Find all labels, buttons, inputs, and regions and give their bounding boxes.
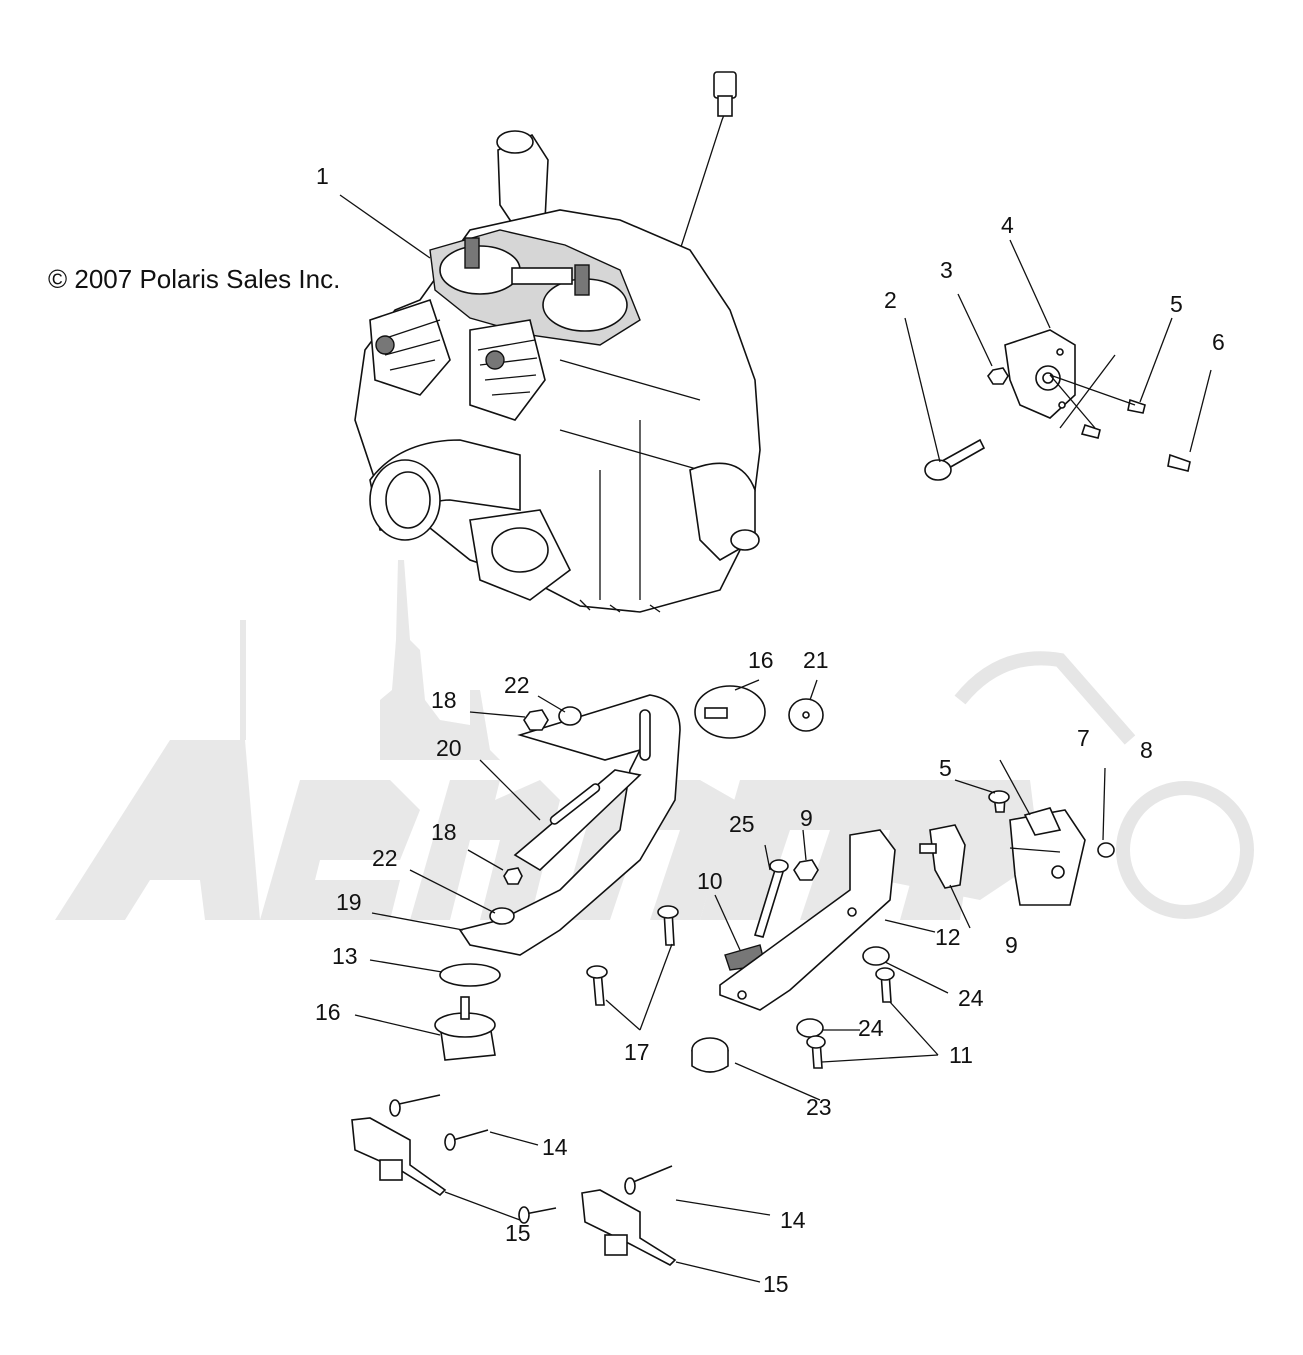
callout-9-upper: 9 <box>800 805 813 831</box>
callout-23: 23 <box>806 1094 832 1120</box>
callout-16-lower: 16 <box>315 999 341 1025</box>
callout-14-upper: 14 <box>542 1134 568 1160</box>
callout-22-upper: 22 <box>504 672 530 698</box>
callout-4: 4 <box>1001 212 1014 238</box>
callout-10: 10 <box>697 868 723 894</box>
callout-19: 19 <box>336 889 362 915</box>
upper-mount-parts <box>924 329 1191 481</box>
callout-2: 2 <box>884 287 897 313</box>
callout-18-upper: 18 <box>431 687 457 713</box>
lower-mount-parts <box>351 685 1115 1266</box>
callout-16-upper: 16 <box>748 647 774 673</box>
engine-assembly <box>354 71 761 613</box>
callout-25: 25 <box>729 811 755 837</box>
callout-5-upper: 5 <box>1170 291 1183 317</box>
callout-20: 20 <box>436 735 462 761</box>
callout-14-lower: 14 <box>780 1207 806 1233</box>
callout-17: 17 <box>624 1039 650 1065</box>
callout-24-upper: 24 <box>958 985 984 1011</box>
callout-11: 11 <box>949 1042 973 1068</box>
callout-6: 6 <box>1212 329 1225 355</box>
callout-labels: 1 2 3 4 5 6 16 21 22 18 20 18 22 19 13 1… <box>315 163 1225 1297</box>
callout-9-lower: 9 <box>1005 932 1018 958</box>
callout-5-lower: 5 <box>939 755 952 781</box>
callout-12: 12 <box>935 924 961 950</box>
callout-22-lower: 22 <box>372 845 398 871</box>
copyright-text: © 2007 Polaris Sales Inc. <box>48 264 340 294</box>
callout-1: 1 <box>316 163 329 189</box>
callout-15-upper: 15 <box>505 1220 531 1246</box>
callout-13: 13 <box>332 943 358 969</box>
callout-21: 21 <box>803 647 829 673</box>
callout-15-lower: 15 <box>763 1271 789 1297</box>
leader-lines <box>339 194 1212 1283</box>
callout-7: 7 <box>1077 725 1090 751</box>
callout-8: 8 <box>1140 737 1153 763</box>
callout-3: 3 <box>940 257 953 283</box>
callout-24-lower: 24 <box>858 1015 884 1041</box>
callout-18-lower: 18 <box>431 819 457 845</box>
